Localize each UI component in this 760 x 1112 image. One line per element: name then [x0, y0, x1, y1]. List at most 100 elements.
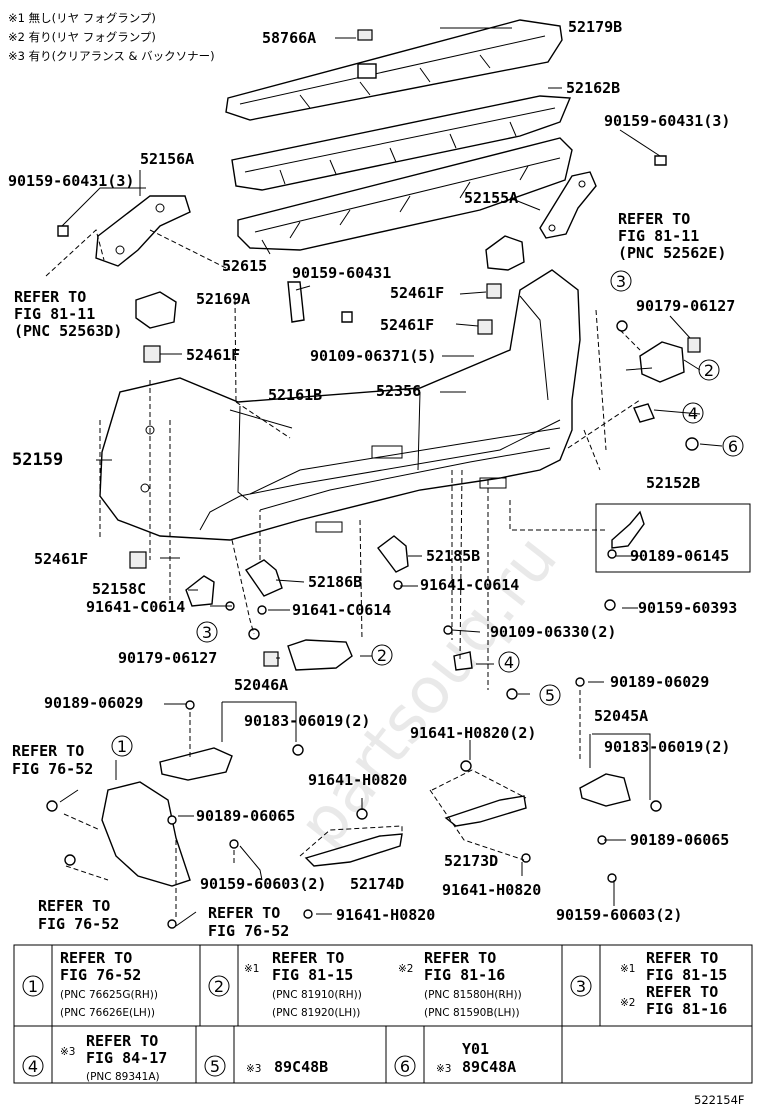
label-90159-60431-3a: 90159-60431(3)	[604, 112, 730, 130]
label-90189-06029-b: 90189-06029	[610, 673, 709, 691]
label-90183-06019-a: 90183-06019(2)	[244, 712, 370, 730]
ref-76-52-b-line2: FIG 76-52	[38, 915, 119, 933]
svg-text:(PNC 81590B(LH)): (PNC 81590B(LH))	[424, 1007, 520, 1019]
svg-text:※1: ※1	[620, 963, 635, 975]
callout-3-top: 3	[610, 270, 632, 292]
part-52045A-shape	[579, 773, 631, 807]
label-52356: 52356	[376, 382, 421, 400]
label-52185B: 52185B	[426, 547, 480, 565]
label-52461F-d: 52461F	[34, 550, 88, 568]
label-52461F-c: 52461F	[186, 346, 240, 364]
label-90159-60431: 90159-60431	[292, 264, 391, 282]
svg-text:6: 6	[728, 437, 738, 456]
ref-81-11-d-line3: (PNC 52563D)	[14, 322, 122, 340]
callout-4-left: 4	[498, 651, 520, 673]
legend-cell-2: 2 ※1 REFER TO FIG 81-15 (PNC 81910(RH)) …	[208, 949, 522, 1019]
callouts: 3 2 4 6 3 2 4 5 1	[111, 270, 744, 757]
label-90189-06065-a: 90189-06065	[196, 807, 295, 825]
label-52159: 52159	[12, 450, 63, 470]
label-91641-C0614-b: 91641-C0614	[86, 598, 185, 616]
label-91641-H0820-2: 91641-H0820(2)	[410, 724, 536, 742]
label-91641-H0820-c: 91641-H0820	[336, 906, 435, 924]
note-3: ※3 有り(クリアランス & バックソナー)	[8, 49, 215, 63]
svg-text:REFER TO: REFER TO	[646, 949, 718, 967]
svg-text:FIG 81-15: FIG 81-15	[646, 966, 727, 984]
svg-text:(PNC 81580H(RH)): (PNC 81580H(RH))	[424, 989, 522, 1001]
svg-text:1: 1	[28, 977, 38, 996]
svg-text:FIG 76-52: FIG 76-52	[60, 966, 141, 984]
label-91641-H0820-b: 91641-H0820	[442, 881, 541, 899]
callout-4-right: 4	[682, 402, 704, 424]
ref-81-11-d-line1: REFER TO	[14, 288, 86, 306]
label-90189-06145: 90189-06145	[630, 547, 729, 565]
part-52174D-shape	[304, 833, 403, 867]
label-90109-06371: 90109-06371(5)	[310, 347, 436, 365]
svg-text:1: 1	[117, 737, 127, 756]
note-1: ※1 無し(リヤ フォグランプ)	[8, 11, 156, 25]
label-91641-H0820-a: 91641-H0820	[308, 771, 407, 789]
svg-text:※3: ※3	[246, 1063, 261, 1075]
callout-6: 6	[722, 435, 744, 457]
label-52045A: 52045A	[594, 707, 648, 725]
ref-76-52-a-line2: FIG 76-52	[12, 760, 93, 778]
svg-text:(PNC 76625G(RH)): (PNC 76625G(RH))	[60, 989, 158, 1001]
svg-text:2: 2	[377, 646, 387, 665]
label-52156A: 52156A	[140, 150, 194, 168]
callout-5: 5	[539, 684, 561, 706]
label-52461F-b: 52461F	[380, 316, 434, 334]
svg-text:3: 3	[616, 272, 626, 291]
callout-3-left: 3	[196, 621, 218, 643]
legend-cell-6: 6 Y01 ※3 89C48A	[394, 1040, 516, 1077]
label-58766A: 58766A	[262, 29, 316, 47]
label-52186B: 52186B	[308, 573, 362, 591]
label-90159-60431-3b: 90159-60431(3)	[8, 172, 134, 190]
svg-text:3: 3	[202, 623, 212, 642]
legend-table: 1 REFER TO FIG 76-52 (PNC 76625G(RH)) (P…	[13, 944, 753, 1084]
callout-2-right: 2	[698, 359, 720, 381]
svg-text:REFER TO: REFER TO	[60, 949, 132, 967]
part-52159-shape	[99, 269, 581, 541]
svg-text:89C48A: 89C48A	[462, 1058, 516, 1076]
legend-cell-4: 4 ※3 REFER TO FIG 84-17 (PNC 89341A)	[22, 1032, 167, 1083]
ref-81-11-d-line2: FIG 81-11	[14, 305, 95, 323]
svg-text:FIG 81-16: FIG 81-16	[646, 1000, 727, 1018]
part-mudflap-shape	[101, 781, 191, 887]
svg-text:4: 4	[688, 404, 698, 423]
label-90159-60393: 90159-60393	[638, 599, 737, 617]
svg-text:※2: ※2	[620, 997, 635, 1009]
note-2: ※2 有り(リヤ フォグランプ)	[8, 30, 156, 44]
svg-text:※2: ※2	[398, 963, 413, 975]
label-52179B: 52179B	[568, 18, 622, 36]
label-52173D: 52173D	[444, 852, 498, 870]
part-shapes	[46, 19, 751, 929]
ref-81-11-e-line2: FIG 81-11	[618, 227, 699, 245]
svg-text:REFER TO: REFER TO	[272, 949, 344, 967]
ref-76-52-c-line1: REFER TO	[208, 904, 280, 922]
svg-text:FIG 81-15: FIG 81-15	[272, 966, 353, 984]
label-52169A: 52169A	[196, 290, 250, 308]
svg-text:5: 5	[545, 686, 555, 705]
svg-text:(PNC 76626E(LH)): (PNC 76626E(LH))	[60, 1007, 155, 1019]
svg-text:(PNC 81920(LH)): (PNC 81920(LH))	[272, 1007, 360, 1019]
label-52174D: 52174D	[350, 875, 404, 893]
svg-text:REFER TO: REFER TO	[424, 949, 496, 967]
legend-cell-3: 3 ※1 REFER TO FIG 81-15 ※2 REFER TO FIG …	[570, 949, 727, 1018]
callout-2-left: 2	[371, 644, 393, 666]
ref-81-11-e-line3: (PNC 52562E)	[618, 244, 726, 262]
part-52162B-shape	[231, 95, 572, 191]
svg-text:5: 5	[210, 1057, 220, 1076]
svg-text:2: 2	[704, 361, 714, 380]
part-52046A-shape	[159, 747, 233, 781]
svg-text:FIG 81-16: FIG 81-16	[424, 966, 505, 984]
label-90109-06330: 90109-06330(2)	[490, 623, 616, 641]
svg-text:2: 2	[214, 977, 224, 996]
part-52155A-shape	[539, 171, 597, 239]
label-52152B: 52152B	[646, 474, 700, 492]
label-52615: 52615	[222, 257, 267, 275]
label-90179-06127-a: 90179-06127	[636, 297, 735, 315]
part-labels: 58766A 52179B 52162B 90159-60431(3) 5215…	[8, 18, 737, 940]
label-90159-60603-a: 90159-60603(2)	[200, 875, 326, 893]
label-52461F-a: 52461F	[390, 284, 444, 302]
part-52156A-shape	[95, 195, 191, 267]
label-90189-06029-a: 90189-06029	[44, 694, 143, 712]
